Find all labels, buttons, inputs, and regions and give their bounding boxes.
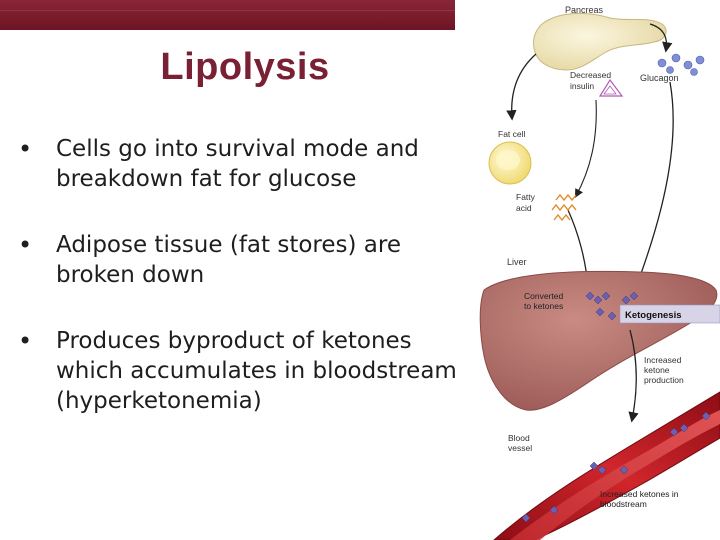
converted-line: to ketones — [524, 301, 563, 311]
lipolysis-diagram: Pancreas Decreased insulin Glucagon Fat … — [479, 5, 720, 540]
header-bar — [0, 0, 455, 30]
fat-cell-label: Fat cell — [498, 129, 526, 139]
fatty-acid-line: acid — [516, 203, 532, 213]
liver-icon — [479, 270, 718, 411]
increased-production-label: Increased ketone production — [644, 355, 684, 385]
arrow-liver-to-blood — [628, 329, 639, 423]
bullet-dot-icon: • — [18, 135, 33, 163]
insulin-molecule-icon — [598, 78, 624, 97]
bullet-item: • Adipose tissue (fat stores) are broken … — [18, 230, 458, 290]
decreased-insulin-label: Decreased insulin — [570, 70, 613, 91]
decreased-insulin-line: insulin — [570, 81, 594, 91]
glucagon-molecules-icon — [657, 53, 705, 76]
bullet-item: • Cells go into survival mode and breakdo… — [18, 134, 458, 194]
fatty-acid-chains-icon — [551, 193, 577, 222]
increased-blood-line: Increased ketones in — [600, 489, 679, 499]
bullet-text: Adipose tissue (fat stores) are broken d… — [56, 232, 401, 288]
arrow-pancreas-to-glucagon — [649, 23, 673, 53]
arrow-insulin-to-fat — [574, 99, 597, 198]
slide-title: Lipolysis — [160, 46, 330, 88]
pancreas-icon — [533, 12, 667, 71]
bullet-text: Produces byproduct of ketones which accu… — [56, 328, 457, 414]
ketogenesis-label: Ketogenesis — [625, 310, 682, 321]
converted-line: Converted — [524, 291, 563, 301]
arrow-glucagon-to-liver — [629, 81, 674, 301]
fat-cell-icon — [488, 141, 532, 185]
increased-production-line: Increased — [644, 355, 682, 365]
arrow-pancreas-to-fat-cell — [506, 53, 537, 121]
converted-label: Converted to ketones — [524, 291, 566, 311]
ketogenesis-badge — [619, 304, 720, 324]
blood-vessel-line: Blood — [508, 433, 530, 443]
blood-vessel-label: Blood vessel — [508, 433, 532, 453]
fatty-acid-line: Fatty — [516, 192, 536, 202]
increased-production-line: production — [644, 375, 684, 385]
bullet-item: • Produces byproduct of ketones which acc… — [18, 326, 458, 416]
blood-vessel-icon — [493, 391, 720, 540]
pancreas-label: Pancreas — [565, 5, 604, 15]
ketone-molecules-icon — [585, 291, 639, 321]
bullet-dot-icon: • — [18, 327, 33, 355]
decreased-insulin-line: Decreased — [570, 70, 611, 80]
bullet-list: • Cells go into survival mode and breakdo… — [18, 134, 458, 452]
bullet-text: Cells go into survival mode and breakdow… — [56, 136, 419, 192]
glucagon-label: Glucagon — [640, 73, 679, 83]
increased-production-line: ketone — [644, 365, 670, 375]
bullet-dot-icon: • — [18, 231, 33, 259]
fatty-acid-label: Fatty acid — [516, 192, 537, 213]
increased-blood-label: Increased ketones in bloodstream — [600, 489, 681, 509]
increased-blood-line: bloodstream — [600, 499, 647, 509]
blood-vessel-line: vessel — [508, 443, 532, 453]
liver-label: Liver — [507, 257, 527, 267]
